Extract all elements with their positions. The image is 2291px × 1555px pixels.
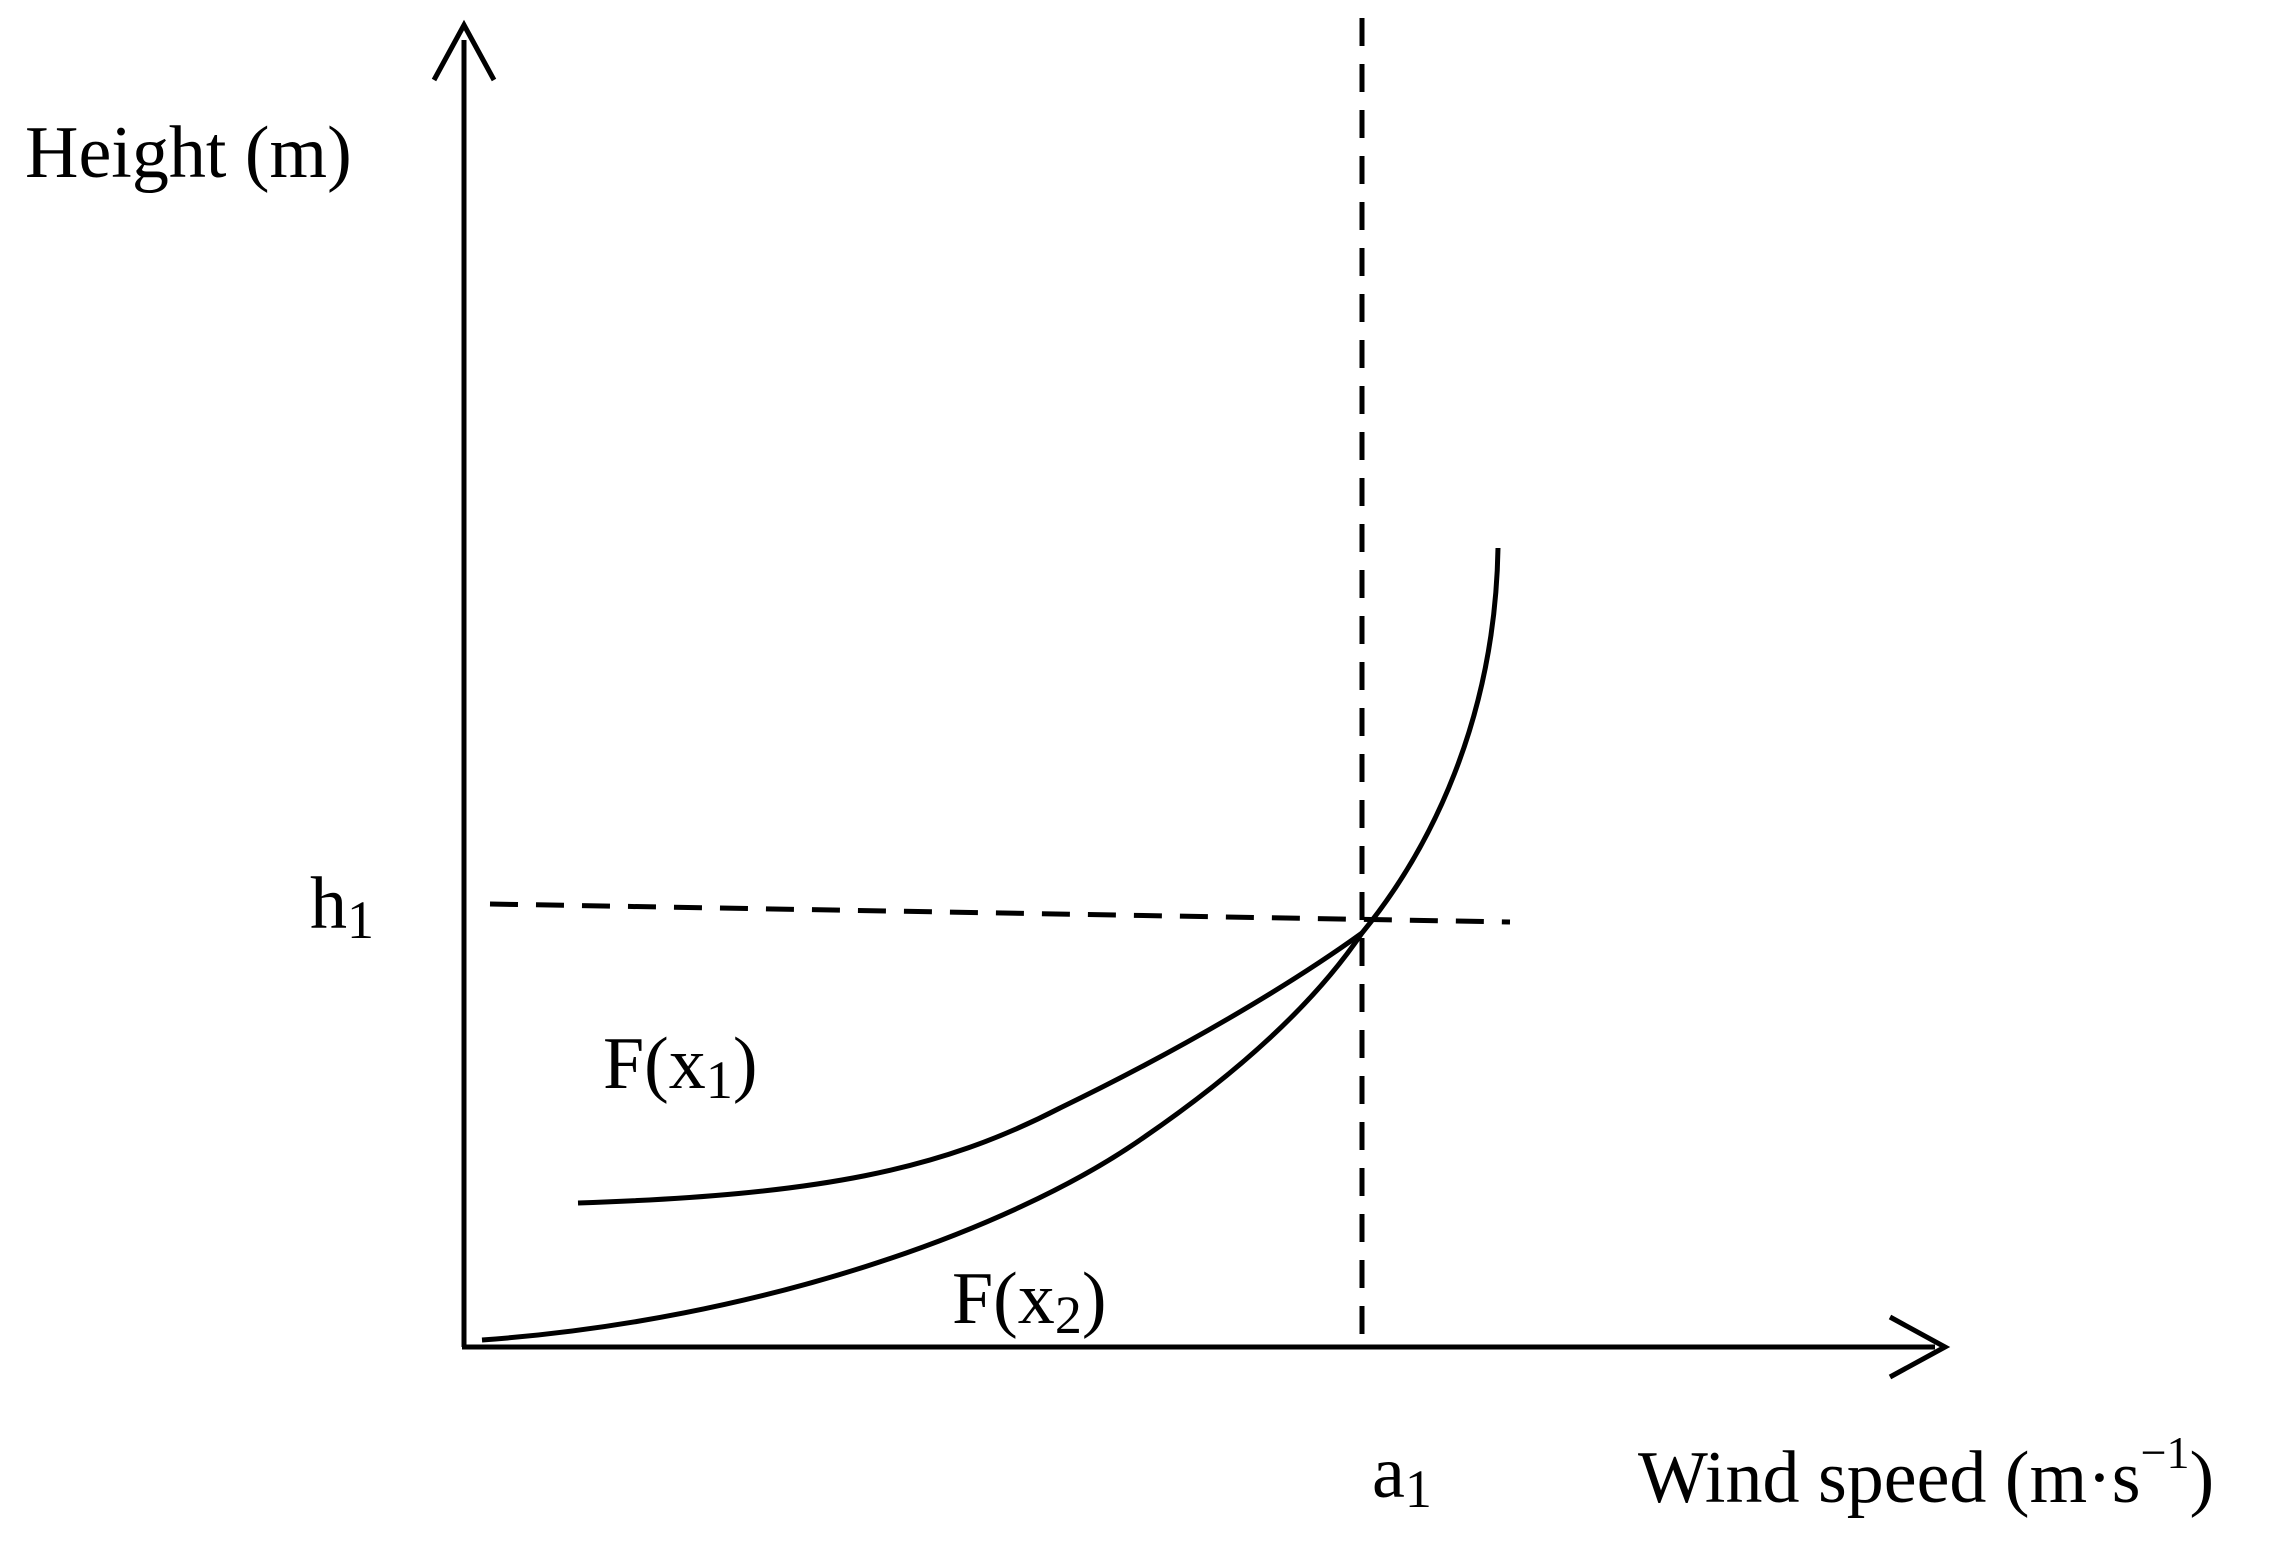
y-axis-label: Height (m) xyxy=(25,112,352,194)
h1-label: h1 xyxy=(310,863,374,950)
f-x1-label: F(x1) xyxy=(603,1023,757,1110)
f-x2-label: F(x2) xyxy=(952,1258,1106,1345)
curve-f-x1 xyxy=(577,930,1364,1206)
curve-f-x2 xyxy=(481,547,1501,1343)
a1-label: a1 xyxy=(1372,1432,1432,1519)
h1-reference-line xyxy=(489,901,1511,925)
x-axis-label: Wind speed (m·s−1) xyxy=(1638,1427,2214,1519)
x-axis-arrowhead xyxy=(1888,1314,1951,1380)
y-axis-arrowhead xyxy=(431,19,497,82)
